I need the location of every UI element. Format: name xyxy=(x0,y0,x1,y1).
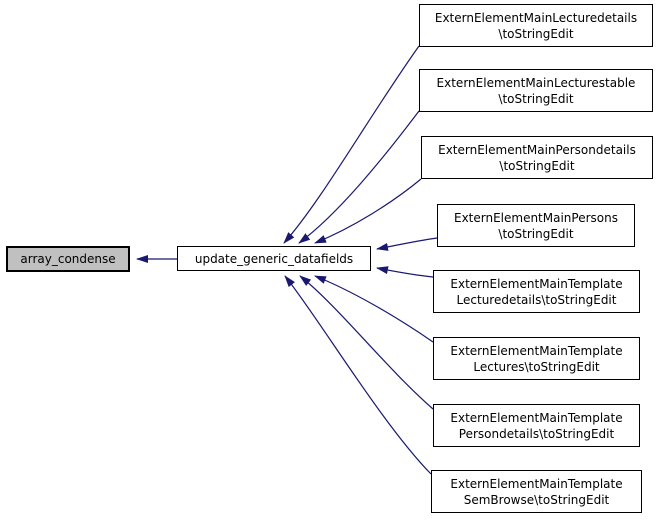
node-caller-template-sembrowse[interactable]: ExternElementMainTemplate SemBrowse\toSt… xyxy=(431,470,642,513)
node-label-line1: ExternElementMainLecturestable xyxy=(436,75,636,90)
node-label: array_condense xyxy=(20,252,116,266)
node-label-line2: \toStringEdit xyxy=(498,91,574,106)
node-caller-persons[interactable]: ExternElementMainPersons \toStringEdit xyxy=(437,204,635,247)
edge-caller-8 xyxy=(284,275,432,475)
node-label-line1: ExternElementMainTemplate xyxy=(450,276,623,291)
edge-caller-5 xyxy=(376,266,434,278)
node-caller-lecturedetails[interactable]: ExternElementMainLecturedetails \toStrin… xyxy=(419,4,653,47)
node-label-line1: ExternElementMainTemplate xyxy=(450,476,623,491)
node-label: update_generic_datafields xyxy=(194,251,354,266)
edge-caller-6 xyxy=(314,275,434,343)
node-label-line2: Lecturedetails\toStringEdit xyxy=(456,292,617,307)
edge-caller-7 xyxy=(299,275,434,410)
node-label-line1: ExternElementMainLecturedetails xyxy=(434,10,638,25)
node-label-line1: ExternElementMainPersondetails xyxy=(438,142,636,157)
node-array-condense[interactable]: array_condense xyxy=(6,246,130,272)
node-label-line2: Lectures\toStringEdit xyxy=(473,359,600,374)
node-label-line2: Persondetails\toStringEdit xyxy=(458,426,615,441)
node-caller-persondetails[interactable]: ExternElementMainPersondetails \toString… xyxy=(421,136,653,179)
node-caller-template-persondetails[interactable]: ExternElementMainTemplate Persondetails\… xyxy=(433,404,640,447)
node-update-generic-datafields[interactable]: update_generic_datafields xyxy=(177,246,371,271)
node-label-line2: SemBrowse\toStringEdit xyxy=(463,492,610,507)
edge-caller-1 xyxy=(283,45,420,244)
node-label-line1: ExternElementMainTemplate xyxy=(450,410,623,425)
node-caller-template-lectures[interactable]: ExternElementMainTemplate Lectures\toStr… xyxy=(433,337,640,380)
node-label-line2: \toStringEdit xyxy=(498,26,574,41)
node-label-line1: ExternElementMainTemplate xyxy=(450,343,623,358)
node-label-line2: \toStringEdit xyxy=(499,158,575,173)
edge-caller-2 xyxy=(298,110,420,244)
edge-caller-4 xyxy=(376,237,438,251)
node-label-line1: ExternElementMainPersons xyxy=(453,210,618,225)
node-caller-template-lecturedetails[interactable]: ExternElementMainTemplate Lecturedetails… xyxy=(433,270,640,313)
node-label-line2: \toStringEdit xyxy=(498,226,574,241)
edge-caller-3 xyxy=(314,178,422,244)
node-caller-lecturestable[interactable]: ExternElementMainLecturestable \toString… xyxy=(419,69,653,112)
